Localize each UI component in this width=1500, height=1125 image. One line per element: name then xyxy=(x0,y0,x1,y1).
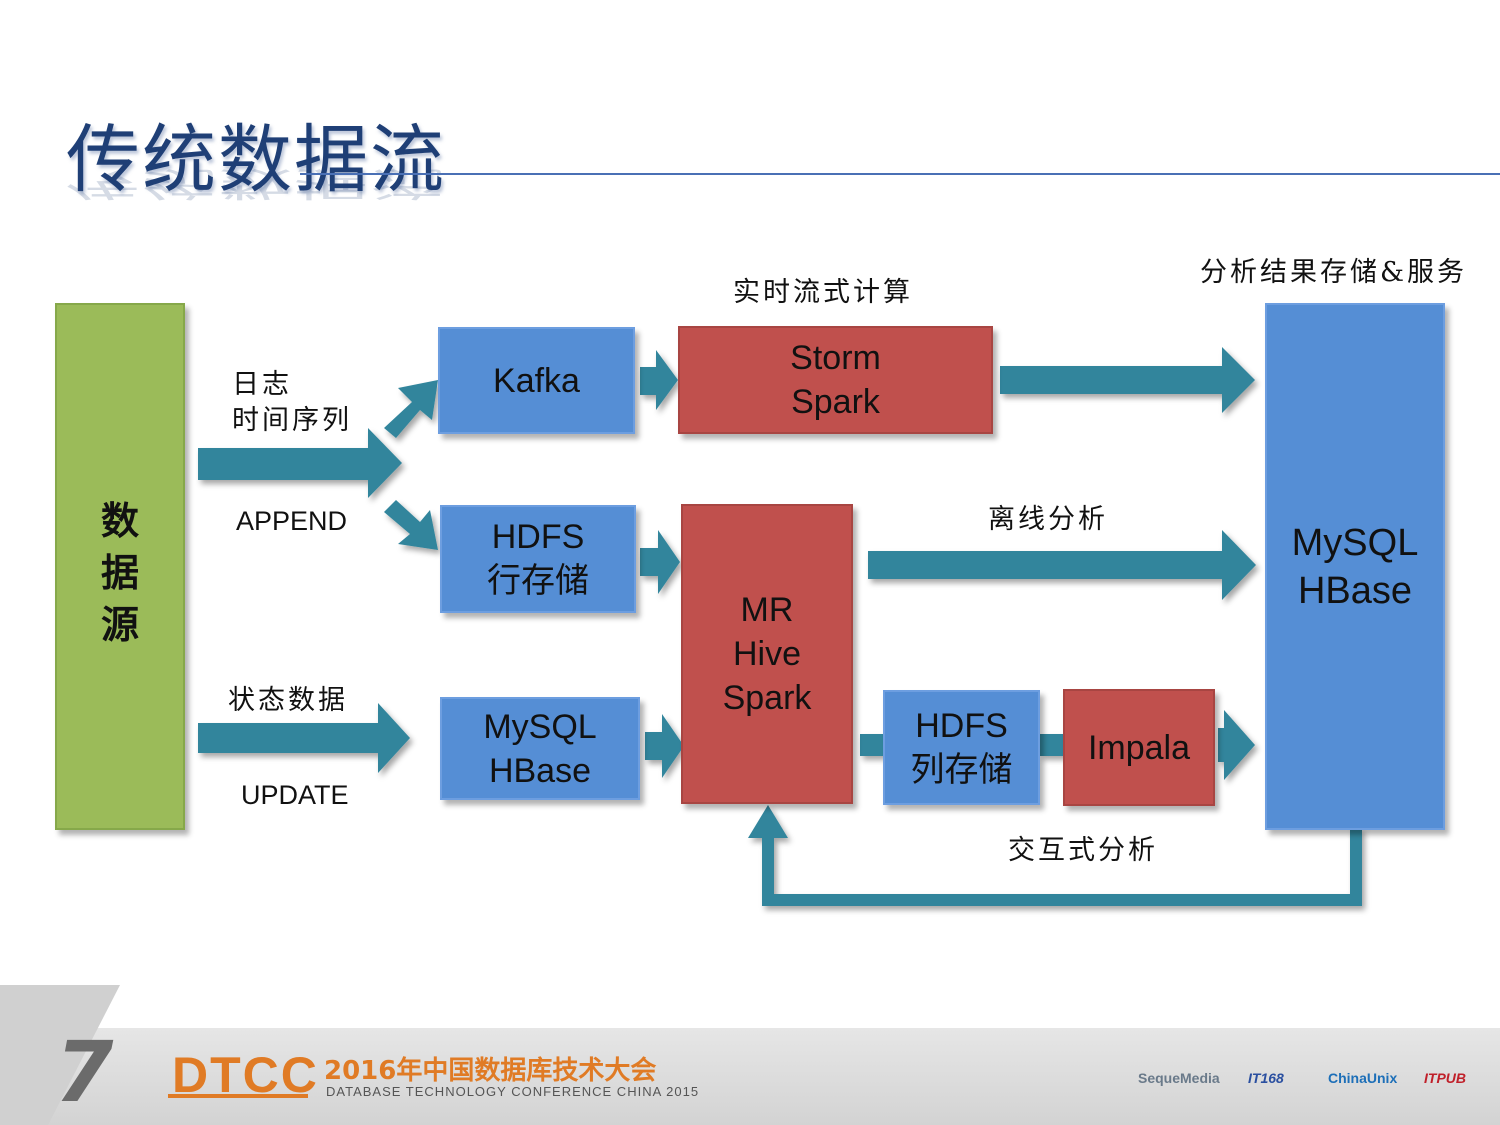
hdfs-col-subtitle: 列存储 xyxy=(910,749,1013,790)
storm-spark-box: Storm Spark xyxy=(678,326,993,434)
arrow-kafka-storm xyxy=(640,350,678,410)
itpub-logo: ITPUB xyxy=(1424,1070,1466,1086)
page-title: 传统数据流 xyxy=(66,117,446,203)
label-time-series: 时间序列 xyxy=(232,405,352,436)
arrow-mysql-mr xyxy=(645,714,684,778)
data-source-label: 数 据 源 xyxy=(100,498,139,647)
label-interactive: 交互式分析 xyxy=(1008,835,1158,866)
arrow-hdfs-mr xyxy=(640,530,680,594)
arrow-storm-result xyxy=(1000,347,1255,413)
conference-name-cn: 2016年中国数据库技术大会 xyxy=(324,1056,657,1086)
arrow-feedback-loop xyxy=(748,805,1362,906)
label-realtime: 实时流式计算 xyxy=(733,277,913,308)
conference-name-en: DATABASE TECHNOLOGY CONFERENCE CHINA 201… xyxy=(326,1084,700,1099)
label-state-data: 状态数据 xyxy=(228,685,348,716)
dtcc-logo: DTCC xyxy=(172,1047,319,1103)
mysql-hbase-mid-box: MySQL HBase xyxy=(440,697,640,800)
mr-hive-spark-box: MR Hive Spark xyxy=(681,504,853,804)
it168-logo: IT168 xyxy=(1248,1070,1284,1086)
arrow-offline-result xyxy=(868,530,1256,600)
kafka-box: Kafka xyxy=(438,327,635,434)
label-log: 日志 xyxy=(232,369,292,400)
data-source-box xyxy=(55,303,185,830)
sequemedia-logo: SequeMedia xyxy=(1138,1070,1220,1086)
label-append: APPEND xyxy=(236,506,348,536)
arrow-hdfscol-impala xyxy=(1040,734,1064,756)
arrow-source-append xyxy=(198,428,402,498)
arrow-state-update xyxy=(198,703,410,773)
hdfs-column-storage-box: HDFS 列存储 xyxy=(883,690,1040,805)
arrow-branch-hdfs xyxy=(384,500,438,550)
label-result-storage: 分析结果存储&服务 xyxy=(1200,257,1468,288)
footer-band xyxy=(0,1028,1500,1125)
footer-seven-graphic: 7 xyxy=(55,1023,114,1121)
arrow-mr-hdfscol xyxy=(860,734,884,756)
hdfs-row-title: HDFS xyxy=(491,518,585,556)
arrow-branch-kafka xyxy=(384,380,438,438)
label-offline: 离线分析 xyxy=(988,504,1108,535)
dtcc-underline xyxy=(168,1094,308,1098)
mysql-hbase-right-box: MySQL HBase xyxy=(1265,303,1445,830)
label-update: UPDATE xyxy=(241,780,349,810)
arrow-impala-result xyxy=(1218,710,1255,780)
hdfs-row-storage-box: HDFS 行存储 xyxy=(440,505,636,613)
impala-box: Impala xyxy=(1063,689,1215,806)
chinaunix-logo: ChinaUnix xyxy=(1328,1070,1398,1086)
hdfs-row-subtitle: 行存储 xyxy=(487,561,589,601)
hdfs-col-title: HDFS xyxy=(915,706,1008,745)
title-rule xyxy=(300,173,1500,175)
